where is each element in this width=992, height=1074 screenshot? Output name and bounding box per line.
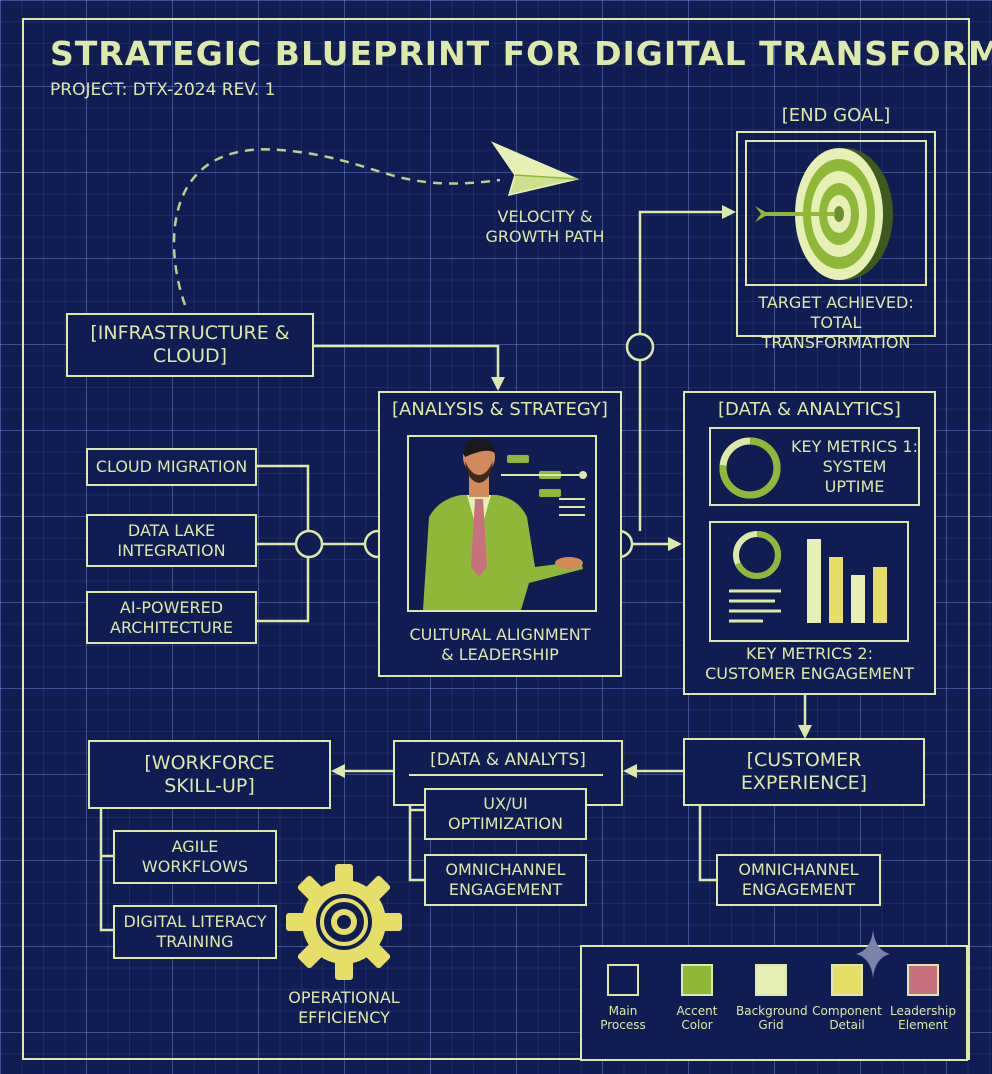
end-goal-heading: [END GOAL] — [781, 105, 891, 126]
cultural-alignment-caption: CULTURAL ALIGNMENT & LEADERSHIP — [409, 625, 591, 664]
key-metrics-2-label: KEY METRICS 2: CUSTOMER ENGAGEMENT — [705, 644, 914, 683]
infrastructure-cloud-box: [INFRASTRUCTURE & CLOUD] — [66, 313, 314, 377]
gear-icon — [286, 864, 402, 980]
junction-circle — [625, 332, 655, 362]
engagement-chart-icon — [729, 531, 887, 623]
sparkle-icon — [856, 930, 890, 978]
data-analyts-heading: [DATA & ANALYTS] — [430, 750, 586, 770]
data-lake-integration-box: DATA LAKE INTEGRATION — [86, 514, 257, 567]
legend-swatch — [831, 964, 863, 996]
data-analytics-heading: [DATA & ANALYTICS] — [718, 399, 901, 420]
operational-efficiency-label: OPERATIONAL EFFICIENCY — [288, 988, 400, 1027]
junction-circle — [294, 529, 324, 559]
legend-swatch — [907, 964, 939, 996]
agile-workflows-box: AGILE WORKFLOWS — [113, 830, 277, 884]
legend-item-component-detail: Component Detail — [812, 964, 882, 1032]
data-analytics-panel: [DATA & ANALYTICS] KEY METRICS 1: SYSTEM… — [683, 391, 936, 695]
presenter-icon — [423, 438, 587, 610]
analyts-omnichannel-box: OMNICHANNEL ENGAGEMENT — [424, 854, 587, 906]
target-frame — [745, 140, 927, 286]
key-metrics-2-card — [709, 521, 909, 642]
leadership-illustration-frame — [407, 435, 597, 612]
page-title: STRATEGIC BLUEPRINT FOR DIGITAL TRANSFOR… — [50, 34, 992, 73]
key-metrics-1-card: KEY METRICS 1: SYSTEM UPTIME — [709, 427, 920, 506]
legend-item-main-process: Main Process — [588, 964, 658, 1032]
key-metrics-1-label: KEY METRICS 1: SYSTEM UPTIME — [791, 437, 918, 496]
cloud-migration-box: CLOUD MIGRATION — [86, 448, 257, 486]
digital-literacy-box: DIGITAL LITERACY TRAINING — [113, 905, 277, 959]
legend-swatch — [755, 964, 787, 996]
legend-swatch — [681, 964, 713, 996]
customer-experience-box: [CUSTOMER EXPERIENCE] — [683, 738, 925, 806]
outer-frame — [22, 18, 970, 1060]
infra-to-analysis-arrow — [313, 344, 505, 391]
velocity-label: VELOCITY & GROWTH PATH — [485, 207, 605, 246]
analysis-strategy-panel: [ANALYSIS & STRATEGY] CULTUR — [378, 391, 622, 677]
legend-item-accent-color: Accent Color — [662, 964, 732, 1032]
ai-powered-architecture-box: AI-POWERED ARCHITECTURE — [86, 591, 257, 644]
paper-plane-icon — [490, 141, 580, 197]
to-end-goal-arrow — [638, 205, 736, 334]
legend-swatch — [607, 964, 639, 996]
workforce-skillup-box: [WORKFORCE SKILL-UP] — [88, 740, 331, 809]
project-subtitle: PROJECT: DTX-2024 REV. 1 — [50, 80, 276, 100]
legend-item-background-grid: Background Grid — [736, 964, 808, 1032]
legend-item-leadership-element: Leadership Element — [888, 964, 958, 1032]
target-icon — [755, 148, 893, 280]
end-goal-caption: TARGET ACHIEVED: TOTAL TRANSFORMATION — [758, 293, 914, 352]
end-goal-panel: [END GOAL] TARGET ACHIEVED: TOTAL TRANSF… — [736, 105, 936, 352]
velocity-dashed-path — [172, 148, 501, 306]
uptime-ring-icon — [719, 437, 781, 499]
analysis-strategy-heading: [ANALYSIS & STRATEGY] — [392, 399, 608, 420]
customer-omnichannel-box: OMNICHANNEL ENGAGEMENT — [716, 854, 881, 906]
ux-ui-optimization-box: UX/UI OPTIMIZATION — [424, 788, 587, 840]
